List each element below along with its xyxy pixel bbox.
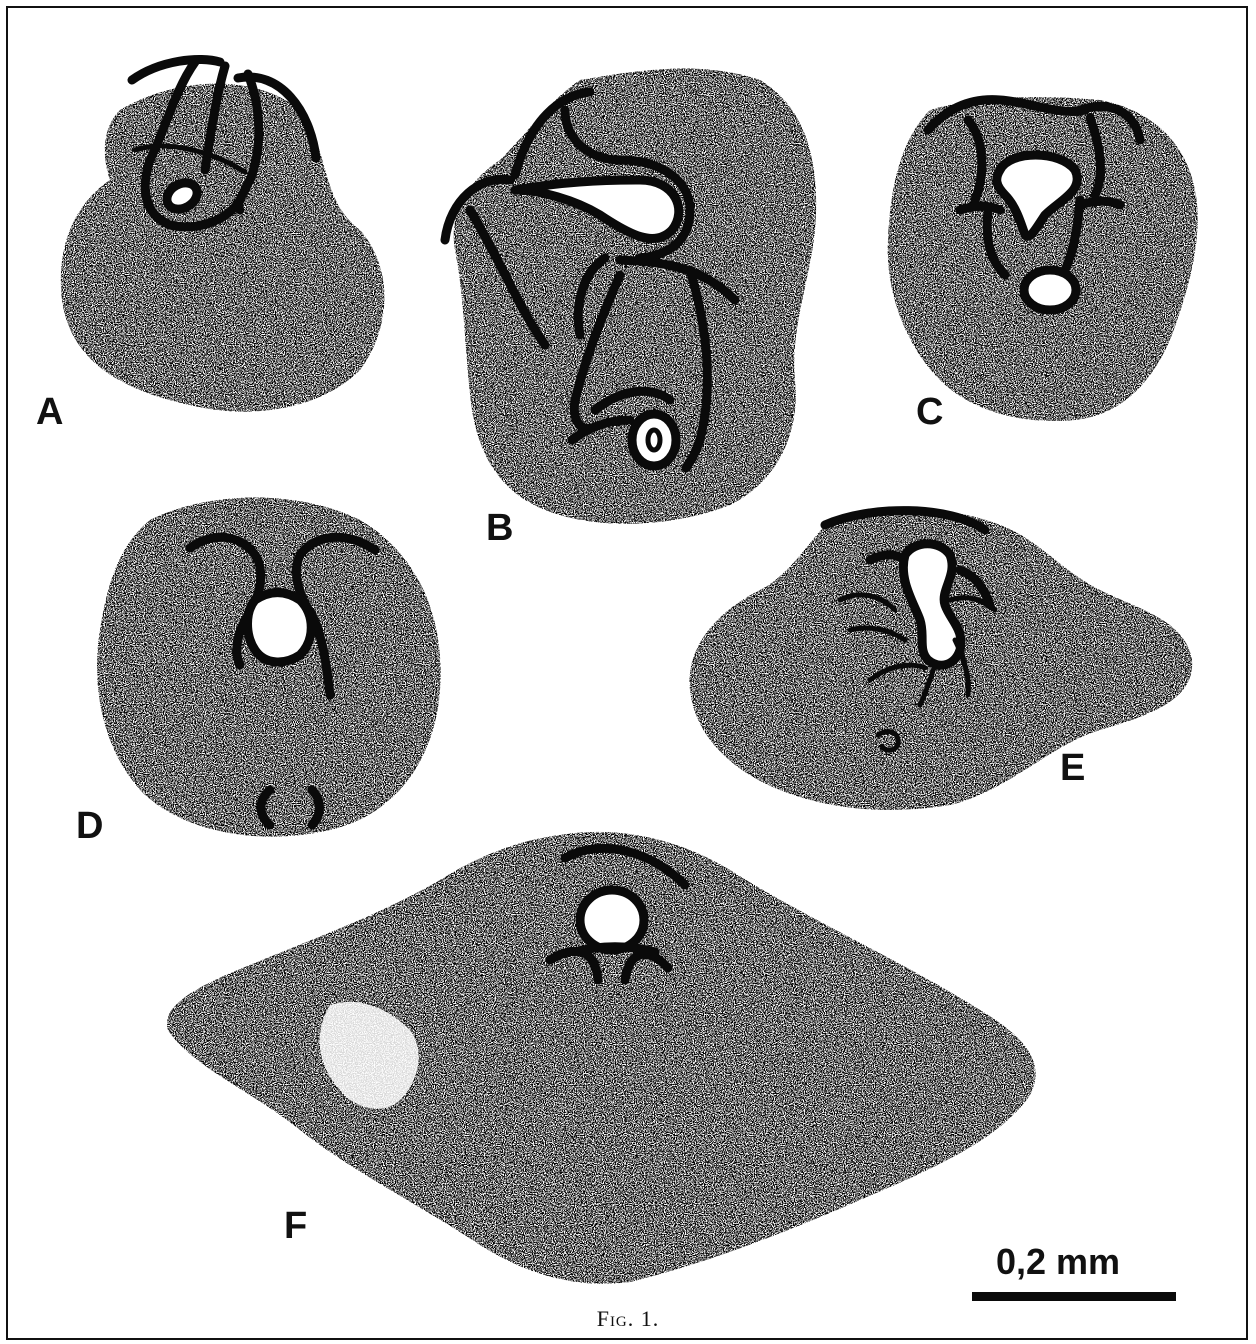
panel-label: C bbox=[916, 391, 943, 433]
scale-bar-line bbox=[972, 1292, 1176, 1301]
scale-bar: 0,2 mm bbox=[972, 1241, 1176, 1301]
panel-label: F bbox=[284, 1205, 307, 1247]
panel-b: B bbox=[445, 68, 816, 549]
panel-c: C bbox=[888, 97, 1198, 433]
panel-f-cavity bbox=[580, 890, 644, 950]
panel-b-pore-outer bbox=[632, 414, 676, 466]
panel-c-crossbar-left bbox=[960, 206, 1000, 210]
scale-bar-label: 0,2 mm bbox=[996, 1241, 1120, 1282]
panel-label: A bbox=[36, 391, 63, 433]
panel-label: D bbox=[76, 805, 103, 847]
panel-f-crossbar bbox=[575, 947, 655, 952]
panel-label: B bbox=[486, 507, 513, 549]
panel-c-crossbar-right bbox=[1080, 201, 1120, 205]
panel-c-tissue bbox=[888, 97, 1198, 421]
panel-e: E bbox=[690, 509, 1193, 810]
panel-label: E bbox=[1060, 747, 1085, 789]
panel-f: F bbox=[167, 832, 1036, 1284]
panel-a: A bbox=[36, 59, 384, 433]
panel-c-cavity-lower bbox=[1024, 270, 1076, 310]
panel-a-tissue bbox=[61, 84, 385, 412]
panel-d: D bbox=[76, 498, 441, 848]
figure-caption: Fig. 1. bbox=[0, 1306, 1256, 1332]
panel-d-cavity bbox=[248, 593, 312, 662]
panel-a-sucker-arm-left bbox=[132, 59, 220, 80]
